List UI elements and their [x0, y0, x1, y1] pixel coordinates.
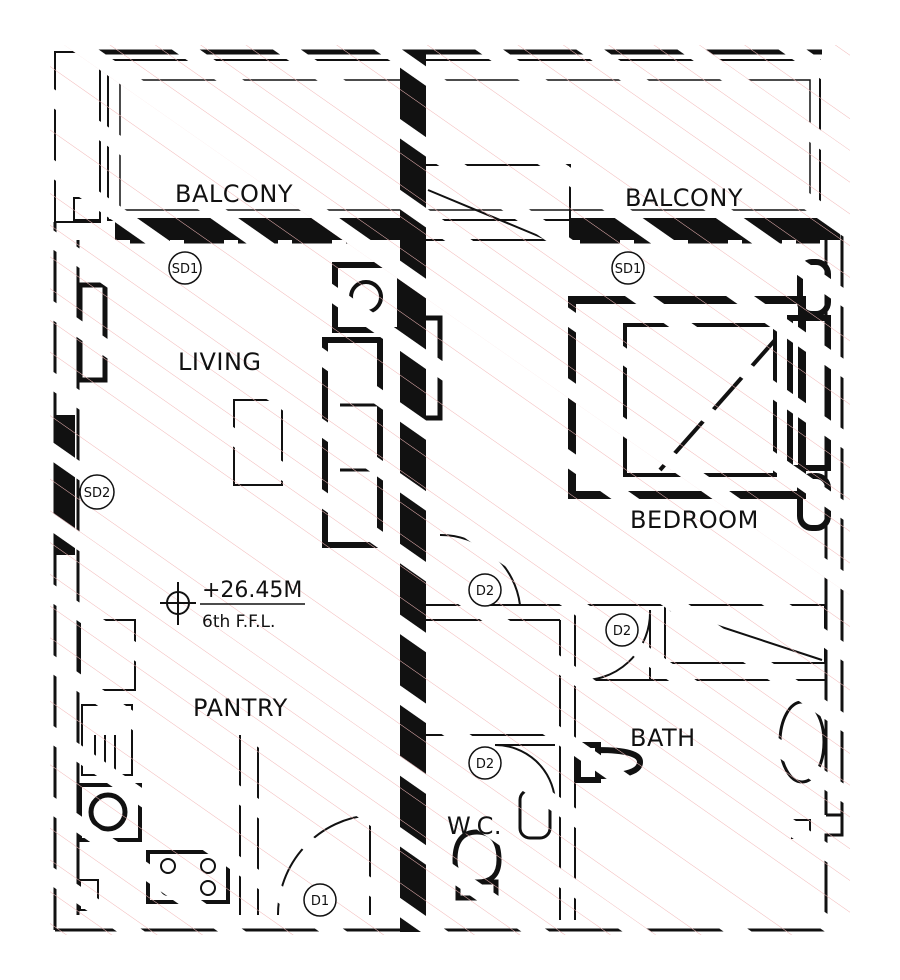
room-label-balcony-left: BALCONY [175, 180, 293, 208]
hatch-overlay [50, 45, 850, 935]
room-labels: BALCONY BALCONY LIVING BEDROOM PANTRY BA… [175, 180, 759, 840]
door-tag-d2-bedroom: D2 [468, 573, 502, 607]
svg-text:SD1: SD1 [615, 262, 642, 277]
level-elevation: +26.45M [202, 578, 302, 603]
room-label-bath: BATH [630, 724, 696, 752]
svg-text:D2: D2 [476, 584, 494, 599]
door-tag-d1: D1 [303, 883, 337, 917]
room-label-wc: W.C. [447, 812, 502, 840]
room-label-balcony-right: BALCONY [625, 184, 743, 212]
svg-text:SD2: SD2 [84, 486, 111, 501]
svg-text:D1: D1 [311, 894, 329, 909]
door-tag-sd1-left: SD1 [168, 251, 202, 285]
room-label-bedroom: BEDROOM [630, 506, 759, 534]
svg-text:D2: D2 [613, 624, 631, 639]
door-tag-sd1-right: SD1 [611, 251, 645, 285]
svg-text:D2: D2 [476, 757, 494, 772]
door-tag-d2-bath: D2 [605, 613, 639, 647]
level-marker: +26.45M 6th F.F.L. [160, 578, 305, 632]
room-label-living: LIVING [178, 348, 262, 376]
svg-text:SD1: SD1 [172, 262, 199, 277]
door-tags: SD1 SD1 SD2 D1 D2 D2 D2 [79, 251, 645, 917]
door-tag-sd2: SD2 [79, 474, 115, 510]
door-tag-d2-wc: D2 [468, 746, 502, 780]
room-label-pantry: PANTRY [193, 694, 288, 722]
level-floor: 6th F.F.L. [202, 612, 275, 632]
